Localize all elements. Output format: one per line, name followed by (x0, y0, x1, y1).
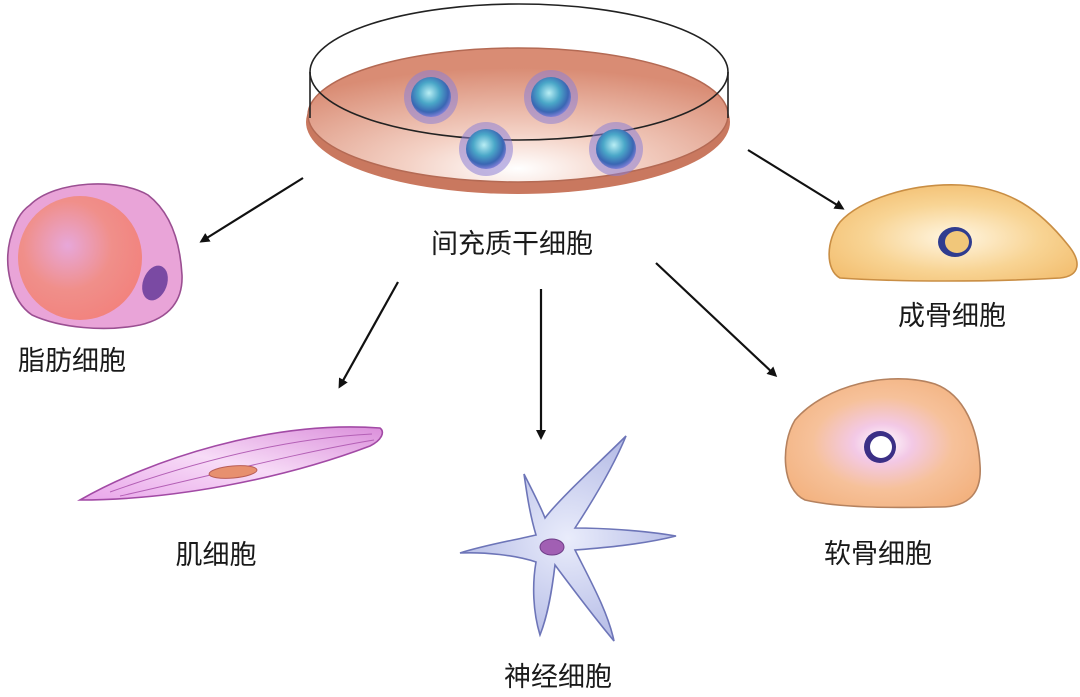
arrow-to-adipocyte (199, 177, 304, 243)
petri-dish-icon (306, 3, 730, 194)
stem-cell (459, 122, 513, 176)
cartilage-cell-icon (784, 378, 981, 509)
osteoblast-label: 成骨细胞 (898, 301, 1006, 332)
fat-cell-icon (7, 183, 183, 330)
muscle-cell-icon (76, 426, 384, 501)
adipocyte-label: 脂肪细胞 (18, 346, 126, 377)
arrow-to-osteoblast (747, 149, 845, 210)
chondrocyte-label: 软骨细胞 (824, 539, 932, 570)
arrows (199, 149, 845, 440)
stem-cell (589, 122, 643, 176)
nerve-cell-icon (459, 435, 677, 642)
stem-cell (524, 70, 578, 124)
neuron-label: 神经细胞 (504, 662, 612, 693)
bone-cell-icon (828, 184, 1078, 282)
arrow-to-chondrocyte (655, 262, 778, 378)
arrow-to-myocyte (338, 281, 399, 389)
center-label: 间充质干细胞 (431, 229, 593, 260)
myocyte-label: 肌细胞 (176, 540, 257, 571)
stem-cell (404, 70, 458, 124)
